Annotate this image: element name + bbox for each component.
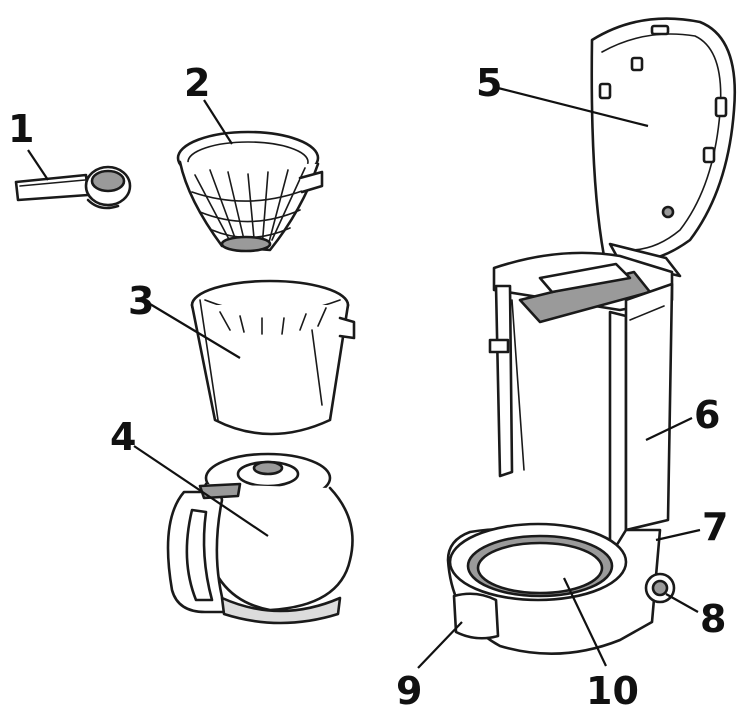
leader-4 <box>133 445 269 537</box>
callout-2: 2 <box>184 61 210 105</box>
callout-6: 6 <box>694 393 720 437</box>
callout-9: 9 <box>396 669 422 713</box>
leader-5 <box>497 86 649 128</box>
callout-10: 10 <box>586 669 639 713</box>
leader-7 <box>655 528 701 542</box>
leader-3 <box>149 303 241 359</box>
hinged-lid <box>590 17 737 278</box>
filter-holder <box>190 279 356 436</box>
leader-9 <box>417 621 463 669</box>
callout-8: 8 <box>700 597 726 641</box>
callout-1: 1 <box>8 107 34 151</box>
coffee-maker-body <box>446 251 676 656</box>
glass-carafe <box>166 452 354 625</box>
leader-6 <box>645 417 693 441</box>
leader-10 <box>563 577 607 667</box>
callout-3: 3 <box>128 279 154 323</box>
leader-lines <box>27 86 701 669</box>
callout-7: 7 <box>702 505 728 549</box>
callout-numbers: 1 2 3 4 5 6 7 8 9 10 <box>8 61 728 713</box>
measuring-scoop <box>14 165 132 210</box>
callout-5: 5 <box>476 61 502 105</box>
leader-8 <box>665 593 699 613</box>
callout-4: 4 <box>110 415 136 459</box>
leader-1 <box>27 149 49 181</box>
leader-2 <box>203 99 233 145</box>
filter-basket <box>176 130 324 253</box>
